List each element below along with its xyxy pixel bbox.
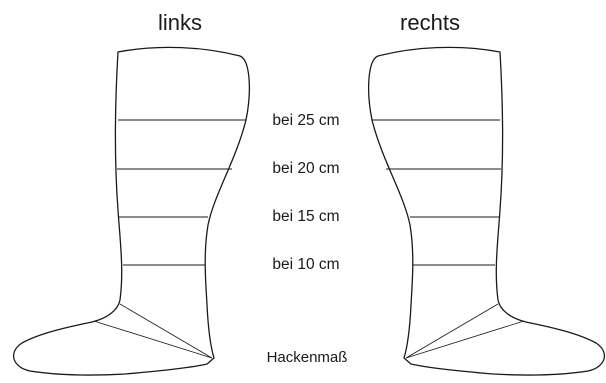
left-leg-label: links — [158, 10, 202, 35]
left-heel-line-top — [119, 303, 213, 359]
heel-measure-label: Hackenmaß — [267, 349, 348, 366]
left-leg — [12, 46, 250, 376]
measure-label-10: bei 10 cm — [272, 256, 339, 273]
measure-label-25: bei 25 cm — [272, 112, 339, 129]
right-leg — [368, 46, 606, 376]
right-leg-label: rechts — [400, 10, 460, 35]
right-leg-outline — [368, 46, 606, 376]
measure-label-20: bei 20 cm — [272, 160, 339, 177]
measure-label-15: bei 15 cm — [272, 208, 339, 225]
left-leg-outline — [12, 46, 250, 376]
right-heel-line-top — [405, 303, 499, 359]
left-heel-line-bottom — [93, 320, 213, 359]
right-heel-line-bottom — [405, 320, 525, 359]
